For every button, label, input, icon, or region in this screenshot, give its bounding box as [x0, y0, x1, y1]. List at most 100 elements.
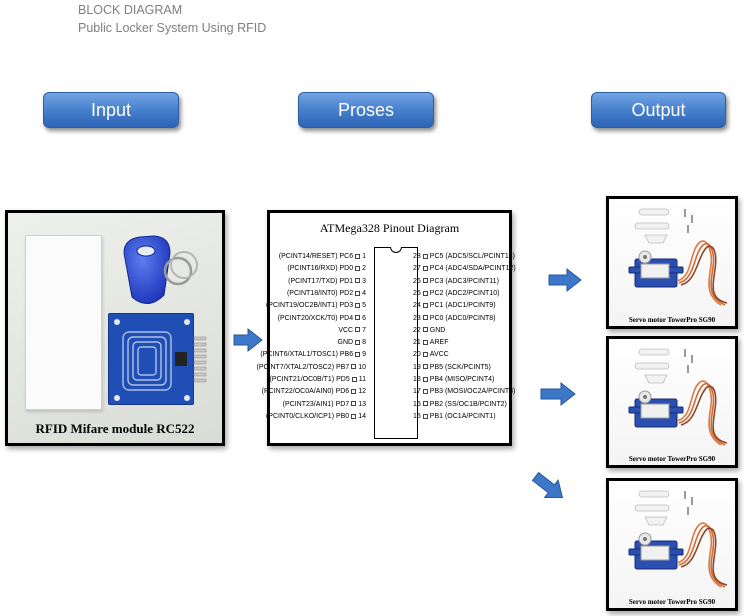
pin-name: (PCINT6/XTAL1/TOSC1) PB6	[260, 351, 354, 359]
pin-number: 20	[413, 351, 421, 359]
diagram-subtitle: Public Locker System Using RFID	[78, 21, 267, 35]
pin-box	[422, 401, 428, 407]
pin-number: 28	[413, 253, 421, 260]
pin-box	[351, 413, 357, 419]
pin-box	[422, 339, 428, 345]
servo-horns	[634, 348, 670, 384]
pin-box	[422, 302, 428, 308]
pin-name: (PCINT20/XCK/T0) PD4	[277, 314, 354, 322]
pin-box	[351, 388, 357, 394]
pin-box	[355, 302, 361, 308]
atmega-pinout-panel: ATMega328 Pinout Diagram (PCINT14/RESET)…	[256, 210, 516, 446]
pin-name: PC2 (ADC2/PCINT10)	[429, 289, 500, 297]
servo-horns	[634, 208, 670, 244]
pin-number: 25	[413, 289, 421, 297]
pin-number: 14	[358, 412, 366, 420]
atmega-right-pin: 28 PC5 (ADC5/SCL/PCINT13)	[413, 251, 515, 263]
pin-box	[422, 290, 428, 296]
pin-box	[355, 253, 361, 259]
pin-number: 2	[362, 265, 366, 273]
pin-name: PC0 (ADC0/PCINT8)	[429, 314, 496, 322]
servo-label-3: Servo motor TowerPro SG90	[628, 598, 716, 606]
arrow-input-to-process-icon	[233, 327, 263, 353]
atmega-pinout-title: ATMega328 Pinout Diagram	[319, 221, 460, 235]
pin-box	[422, 376, 428, 382]
servo-panel-3: Servo motor TowerPro SG90	[606, 478, 738, 611]
pin-name: PC4 (ADC4/SDA/PCINT12)	[429, 265, 516, 273]
pin-box	[422, 253, 428, 259]
atmega-chip-outline	[374, 247, 418, 439]
pin-name: VCC	[338, 326, 354, 334]
servo-screws	[684, 349, 693, 373]
arrow-to-output-1-icon	[548, 267, 582, 293]
servo-wires	[676, 240, 728, 306]
pin-box	[422, 413, 428, 419]
rfid-card-image	[25, 235, 102, 410]
pin-number: 6	[362, 314, 366, 322]
pin-number: 10	[358, 363, 366, 371]
pin-box	[355, 352, 361, 358]
pin-number: 9	[362, 351, 366, 359]
pin-number: 3	[362, 277, 366, 285]
pin-number: 18	[413, 376, 421, 383]
servo-body	[628, 250, 684, 288]
atmega-left-pin: (PCINT20/XCK/T0) PD4 6	[278, 313, 366, 325]
atmega-left-pin: (PCINT16/RXD) PD0 2	[287, 263, 366, 275]
servo-body	[628, 390, 684, 428]
pin-number: 26	[413, 277, 421, 285]
pin-name: PC3 (ADC3/PCINT11)	[429, 277, 499, 285]
chip-notch	[390, 247, 402, 253]
atmega-right-pin: 24 PC1 (ADC1/PCINT9)	[413, 300, 496, 312]
pin-box	[355, 339, 361, 345]
pin-name: PB4 (MISO/PCINT4)	[429, 376, 495, 383]
pin-number: 11	[358, 376, 366, 383]
servo-panel-2: Servo motor TowerPro SG90	[606, 336, 738, 468]
pin-number: 1	[362, 253, 366, 260]
pin-number: 19	[413, 363, 421, 371]
pin-name: (PCINT22/OC0A/AIN0) PD6	[261, 388, 350, 396]
pin-number: 21	[413, 339, 421, 347]
servo-label-2: Servo motor TowerPro SG90	[628, 455, 716, 463]
pin-number: 16	[413, 400, 421, 408]
pin-box	[355, 265, 361, 271]
servo-body	[628, 532, 684, 570]
pin-name: (PCINT0/CLKO/ICP1) PB0	[265, 412, 350, 420]
pin-name: PC5 (ADC5/SCL/PCINT13)	[429, 253, 515, 260]
servo-screws	[684, 209, 693, 233]
pin-box	[351, 376, 357, 382]
pin-number: 15	[413, 412, 421, 420]
pin-name: PB2 (SS/OC1B/PCINT2)	[429, 400, 507, 408]
pin-number: 24	[413, 302, 421, 310]
pin-name: PC1 (ADC1/PCINT9)	[429, 302, 496, 310]
proses-header: Proses	[298, 92, 434, 128]
pin-box	[351, 364, 357, 370]
atmega-right-pin: 26 PC3 (ADC3/PCINT11)	[413, 276, 499, 288]
servo-panel-1: Servo motor TowerPro SG90	[606, 196, 738, 329]
servo-wires	[676, 380, 728, 446]
pin-name: (PCINT16/RXD) PD0	[287, 265, 354, 273]
pin-name: (PCINT19/OC2B/INT1) PD3	[265, 302, 354, 310]
arrow-to-output-2-icon	[540, 381, 576, 407]
pin-box	[351, 401, 357, 407]
pin-name: GND	[429, 326, 446, 334]
pin-name: PB1 (OC1A/PCINT1)	[429, 412, 496, 420]
rfid-keyfob-image	[123, 235, 198, 304]
pin-box	[355, 327, 361, 333]
pin-name: PB5 (SCK/PCINT5)	[429, 363, 491, 371]
atmega-right-pin: 15 PB1 (OC1A/PCINT1)	[413, 411, 496, 423]
atmega-right-pin: 18 PB4 (MISO/PCINT4)	[413, 374, 494, 386]
output-header: Output	[591, 92, 726, 128]
pin-box	[355, 315, 361, 321]
pin-name: AREF	[429, 339, 449, 347]
rfid-header-pins	[193, 336, 207, 383]
atmega-left-pin: (PCINT6/XTAL1/TOSC1) PB6 9	[260, 349, 366, 361]
rfid-module-label: RFID Mifare module RC522	[35, 421, 195, 436]
